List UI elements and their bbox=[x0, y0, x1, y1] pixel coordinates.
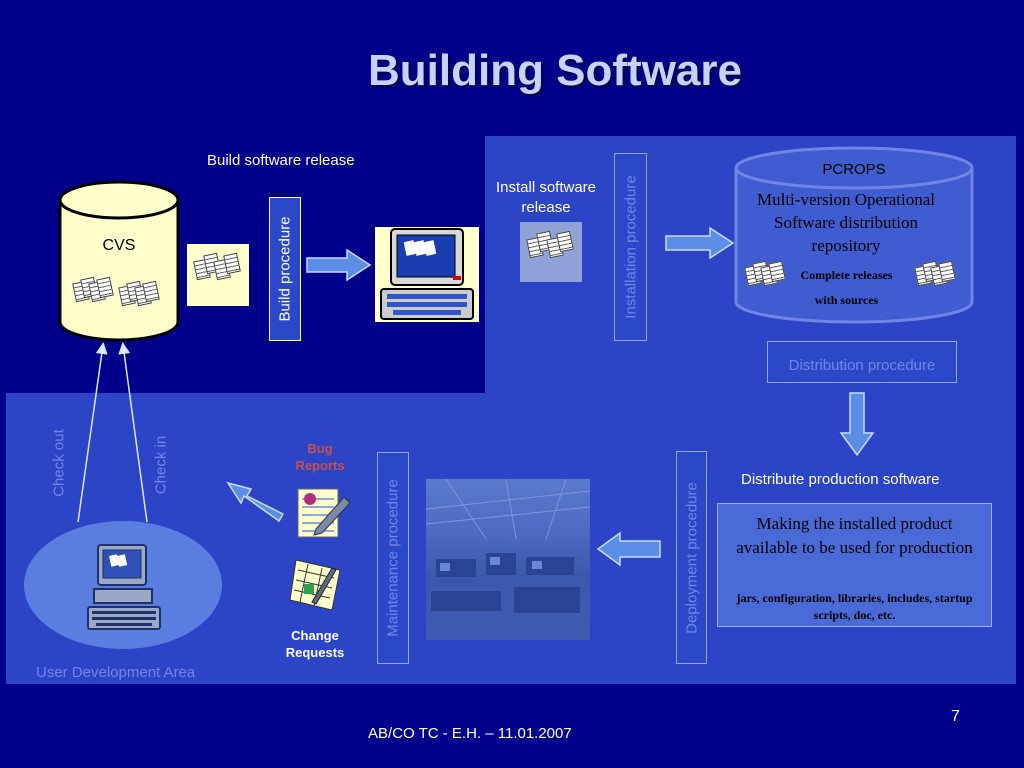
pcrops-label: PCROPS bbox=[822, 161, 886, 178]
arrow-deployment-to-photo bbox=[596, 531, 661, 567]
arrow-distribution-down bbox=[839, 392, 875, 457]
maintenance-procedure-label: Maintenance procedure bbox=[384, 479, 402, 637]
document-stack-icon bbox=[70, 272, 170, 322]
maintenance-procedure-box: Maintenance procedure bbox=[377, 452, 409, 664]
installation-procedure-box: Installation procedure bbox=[614, 153, 647, 341]
repository-label: Multi-version Operational Software distr… bbox=[757, 190, 935, 255]
check-out-label: Check out bbox=[50, 429, 68, 497]
computer-terminal-icon bbox=[375, 227, 479, 322]
check-in-label: Check in bbox=[152, 435, 170, 495]
page-number: 7 bbox=[951, 708, 960, 725]
distribution-procedure-label: Distribution procedure bbox=[788, 357, 936, 374]
pcrops-database-icon: PCROPS Multi-version Operational Softwar… bbox=[734, 146, 974, 326]
complete-releases-label: Complete releases bbox=[800, 268, 893, 282]
jars-list-label: jars, configuration, libraries, includes… bbox=[736, 591, 973, 622]
with-sources-label: with sources bbox=[814, 293, 879, 307]
arrow-maintenance-to-user bbox=[226, 481, 285, 523]
build-procedure-box: Build procedure bbox=[269, 197, 301, 341]
workstation-icon bbox=[86, 543, 162, 633]
change-request-icon bbox=[288, 556, 348, 612]
slide-footer: AB/CO TC - E.H. – 11.01.2007 bbox=[368, 725, 572, 742]
control-room-photo bbox=[425, 478, 591, 640]
check-in-label-wrap: Check in bbox=[144, 425, 178, 505]
user-dev-area-label: User Development Area bbox=[36, 664, 196, 681]
cvs-database-icon: CVS bbox=[58, 180, 180, 342]
production-info-box: Making the installed product available t… bbox=[717, 503, 992, 627]
bug-reports-label: Bug Reports bbox=[295, 441, 345, 473]
distribute-production-label: Distribute production software bbox=[741, 471, 940, 488]
deployment-procedure-box: Deployment procedure bbox=[676, 451, 707, 664]
change-requests-label: Change Requests bbox=[285, 628, 345, 660]
slide-title: Building Software bbox=[368, 46, 742, 95]
document-stack-icon bbox=[187, 244, 249, 306]
document-stack-icon bbox=[914, 258, 962, 298]
arrow-install-to-repository bbox=[665, 226, 735, 260]
document-stack-icon bbox=[744, 258, 792, 298]
check-out-line bbox=[77, 342, 108, 523]
arrow-build-to-terminal bbox=[306, 248, 372, 282]
bug-report-icon bbox=[296, 487, 352, 539]
build-release-label: Build software release bbox=[207, 152, 355, 169]
check-out-label-wrap: Check out bbox=[42, 420, 76, 506]
making-installed-label: Making the installed product available t… bbox=[736, 514, 973, 557]
check-in-line bbox=[118, 342, 148, 523]
distribution-procedure-box: Distribution procedure bbox=[767, 341, 957, 383]
build-procedure-label: Build procedure bbox=[276, 216, 294, 322]
installation-procedure-label: Installation procedure bbox=[622, 175, 639, 319]
cvs-label: CVS bbox=[102, 237, 136, 254]
deployment-procedure-label: Deployment procedure bbox=[683, 481, 700, 634]
document-stack-icon bbox=[520, 222, 582, 282]
install-release-label: Install software release bbox=[495, 179, 597, 216]
